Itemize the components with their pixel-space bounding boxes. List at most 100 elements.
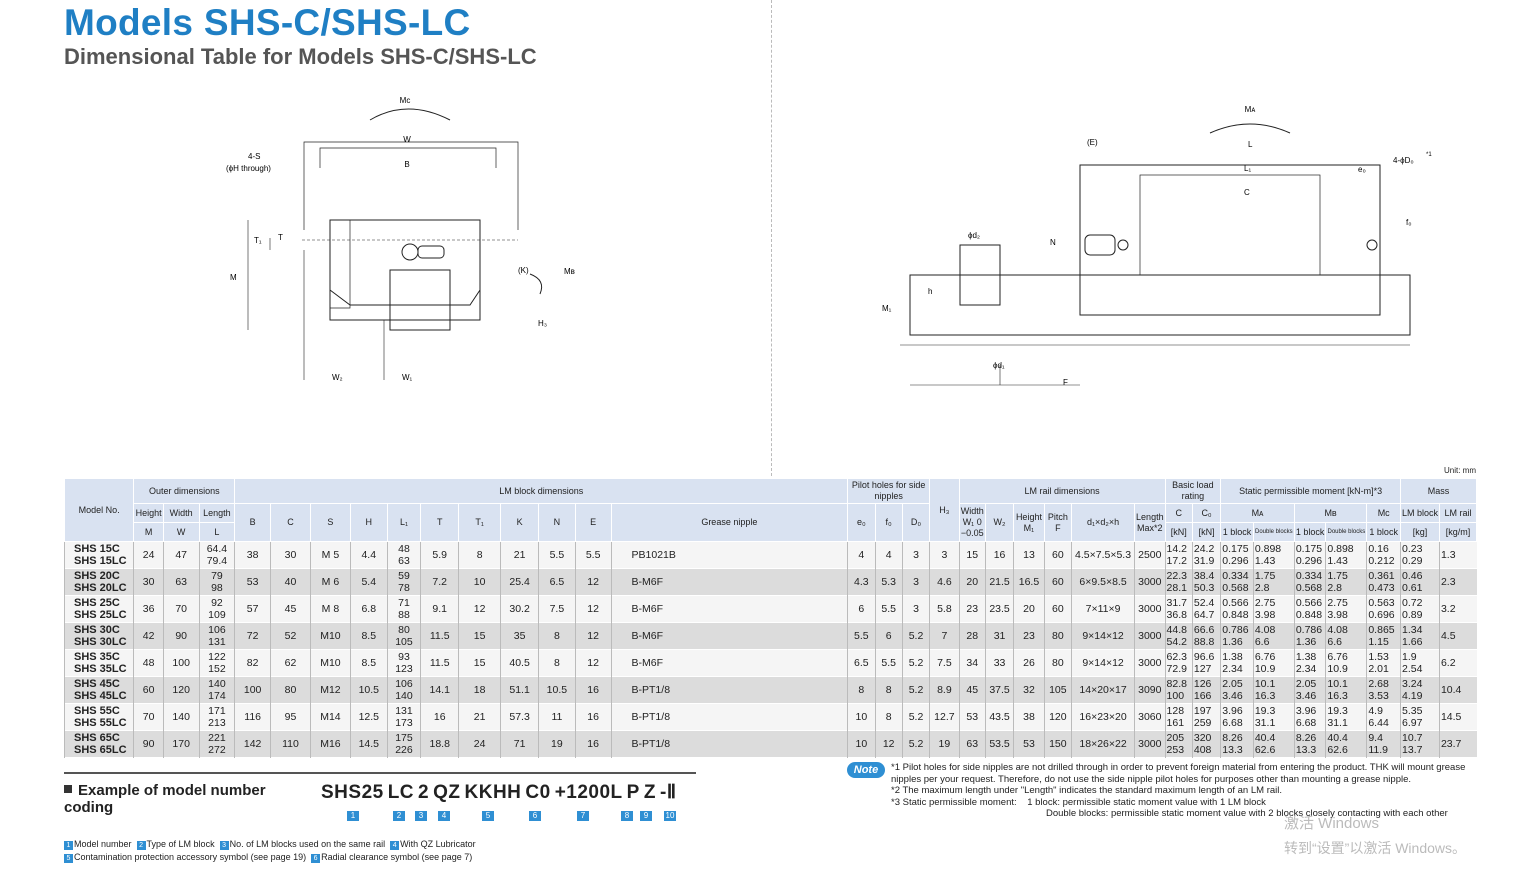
table-cell: 80 <box>1043 649 1072 677</box>
table-cell: 18.8 <box>420 730 459 758</box>
table-cell: 5.3 <box>874 568 903 596</box>
table-cell: 5.5 <box>538 541 576 569</box>
table-cell: 53 <box>1013 730 1045 758</box>
table-cell: 16×23×20 <box>1071 703 1135 731</box>
table-cell: 70 <box>133 703 164 731</box>
th-t1: T₁ <box>458 503 502 542</box>
table-cell: B-M6F <box>610 568 848 596</box>
table-cell: 14.1 <box>420 676 459 704</box>
table-cell: 12 <box>574 622 612 650</box>
table-cell: 3000 <box>1134 730 1166 758</box>
label-m: M <box>230 273 237 282</box>
example-rule <box>64 772 696 774</box>
table-cell: 20 <box>1013 595 1045 623</box>
table-cell: 5.2 <box>901 676 930 704</box>
label-m1: M₁ <box>882 304 892 313</box>
table-cell: 90 <box>133 730 164 758</box>
table-cell: 26 <box>1013 649 1045 677</box>
th-s: S <box>309 503 351 542</box>
table-cell: 80 <box>270 676 311 704</box>
code-number-marker: 3 <box>415 811 427 821</box>
table-cell: 31 <box>984 622 1014 650</box>
table-cell: 40 <box>270 568 311 596</box>
table-cell: 7 <box>929 622 960 650</box>
table-cell: 12 <box>574 568 612 596</box>
table-cell: 19 <box>538 730 576 758</box>
code-number-marker: 5 <box>482 811 494 821</box>
table-cell: 4.4 <box>349 541 388 569</box>
table-cell: 32 <box>1013 676 1045 704</box>
table-cell: 80 <box>1043 622 1072 650</box>
table-cell: 2.3 <box>1438 568 1477 596</box>
th-t: T <box>420 503 460 542</box>
table-cell: 4 <box>874 541 903 569</box>
table-cell: B-M6F <box>610 649 848 677</box>
th-model-no: Model No. <box>63 478 135 542</box>
table-cell: 6.8 <box>349 595 388 623</box>
table-cell: 4.5 <box>1438 622 1477 650</box>
table-cell: 3060 <box>1134 703 1166 731</box>
note-3: *3 Static permissible moment: 1 block: p… <box>891 796 1266 808</box>
code-part: SHS25 <box>321 782 384 803</box>
table-cell: B-PT1/8 <box>610 703 848 731</box>
table-cell: 8.9 <box>929 676 960 704</box>
th-c: C <box>270 503 311 542</box>
code-number-marker: 10 <box>664 811 676 821</box>
label-e0: e₀ <box>1358 165 1366 174</box>
table-cell: 38 <box>1013 703 1045 731</box>
label-f0: f₀ <box>1406 218 1412 227</box>
table-cell: 4.6 <box>929 568 960 596</box>
th-lm-block: LM block dimensions <box>234 478 849 504</box>
table-cell: 170 <box>162 730 200 758</box>
table-cell: M 8 <box>309 595 351 623</box>
th-load-c0: C₀ <box>1191 503 1222 523</box>
table-cell: 4.5×7.5×5.3 <box>1071 541 1135 569</box>
th-mc: Mc <box>1366 503 1402 523</box>
table-cell: 18×26×22 <box>1071 730 1135 758</box>
table-cell: 3000 <box>1134 595 1166 623</box>
th-h: H <box>349 503 388 542</box>
table-cell: 6.5 <box>538 568 576 596</box>
table-cell: 71 <box>500 730 539 758</box>
code-part: Z <box>643 782 656 803</box>
th-l1: L₁ <box>386 503 422 542</box>
table-cell: 11.5 <box>420 649 459 677</box>
table-cell: 45 <box>270 595 311 623</box>
th-k: K <box>500 503 539 542</box>
table-cell: 140 <box>162 703 200 731</box>
label-d0: 4-ϕD₀ <box>1393 156 1414 165</box>
table-cell: 12 <box>574 649 612 677</box>
table-cell: 120 <box>162 676 200 704</box>
table-cell: 12.7 <box>929 703 960 731</box>
code-part: QZ <box>433 782 461 803</box>
th-outer: Outer dimensions <box>133 478 236 504</box>
page-subtitle: Dimensional Table for Models SHS-C/SHS-L… <box>64 44 537 69</box>
table-cell: 8 <box>874 703 903 731</box>
table-cell: 7.2 <box>420 568 459 596</box>
label-w1: W₁ <box>402 373 413 382</box>
table-cell: 5.2 <box>901 703 930 731</box>
